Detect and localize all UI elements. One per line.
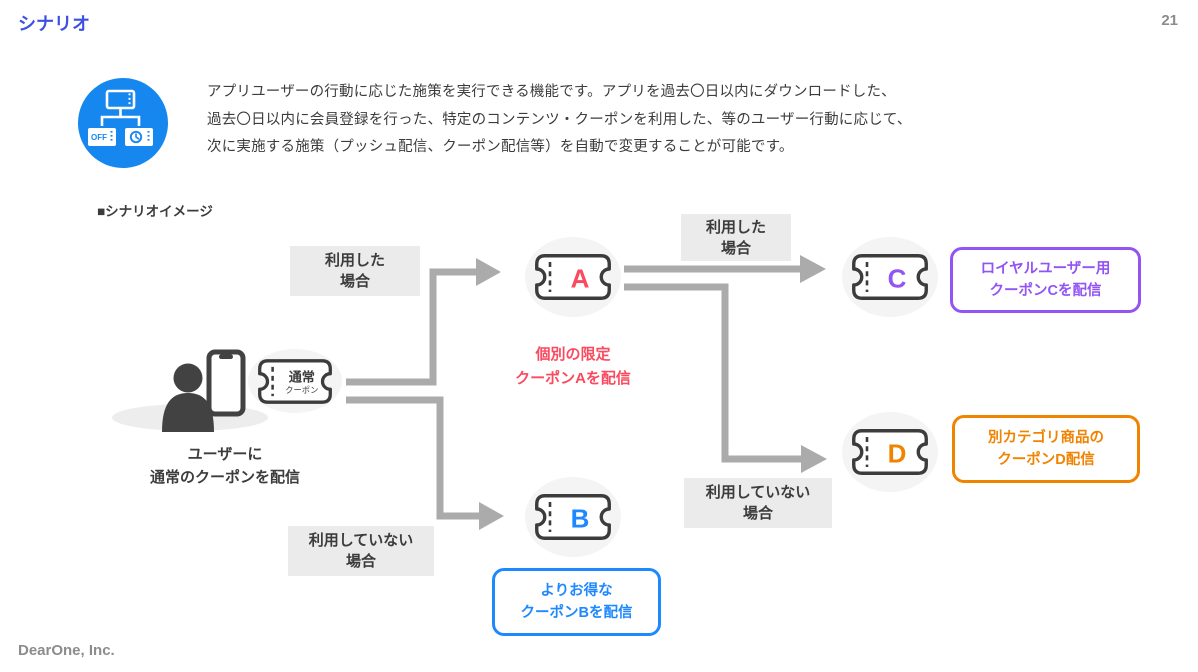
intro-text: アプリユーザーの行動に応じた施策を実行できる機能です。アプリを過去〇日以内にダウ… (207, 79, 912, 162)
coupon-a-ticket: A (535, 254, 611, 300)
arrowhead-a (476, 258, 501, 286)
page-number: 21 (1161, 12, 1178, 29)
coupon-d-ticket: D (852, 429, 928, 475)
coupon-b-note: よりお得な クーポンBを配信 (492, 568, 661, 636)
arrowhead-d (801, 445, 827, 473)
condition-not-used-left: 利用していない 場合 (288, 526, 434, 576)
condition-used-left: 利用した 場合 (290, 246, 420, 296)
start-caption-line: ユーザーに (187, 446, 263, 463)
user-phone-icon (150, 348, 250, 432)
arrow-start-to-a (346, 268, 478, 386)
coupon-b-letter: B (571, 504, 590, 534)
arrowhead-b (479, 502, 504, 530)
condition-not-used-right: 利用していない 場合 (684, 478, 832, 528)
normal-coupon-ticket: 通常 クーポン (258, 359, 332, 404)
intro-line: 次に実施する施策（プッシュ配信、クーポン配信等）を自動で変更することが可能です。 (207, 139, 794, 155)
arrow-a-to-d (624, 283, 801, 463)
start-caption: ユーザーに 通常のクーポンを配信 (105, 443, 345, 489)
coupon-d-letter: D (888, 439, 907, 469)
clock-icon (129, 130, 143, 144)
coupon-c-letter: C (888, 264, 907, 294)
footer-company: DearOne, Inc. (18, 642, 115, 659)
coupon-a-caption: 個別の限定 クーポンAを配信 (515, 346, 631, 387)
coupon-d-note: 別カテゴリ商品の クーポンD配信 (952, 415, 1140, 483)
page-title: シナリオ (18, 14, 90, 34)
scenario-flow-icon: OFF (78, 78, 168, 168)
normal-ticket-sublabel: クーポン (285, 386, 318, 395)
arrow-start-to-b (346, 396, 481, 520)
start-caption-line: 通常のクーポンを配信 (149, 469, 300, 486)
normal-ticket-label: 通常 (289, 369, 315, 385)
coupon-a-letter: A (571, 264, 590, 294)
intro-line: アプリユーザーの行動に応じた施策を実行できる機能です。アプリを過去〇日以内にダウ… (207, 84, 896, 100)
intro-line: 過去〇日以内に会員登録を行った、特定のコンテンツ・クーポンを利用した、等のユーザ… (207, 111, 912, 128)
coupon-c-ticket: C (852, 254, 928, 300)
arrowhead-c (800, 255, 826, 283)
coupon-c-note: ロイヤルユーザー用 クーポンCを配信 (950, 247, 1141, 313)
off-ticket-label: OFF (91, 133, 107, 142)
section-label: ■シナリオイメージ (97, 204, 213, 219)
coupon-b-ticket: B (535, 494, 611, 540)
condition-used-right: 利用した 場合 (681, 214, 791, 261)
